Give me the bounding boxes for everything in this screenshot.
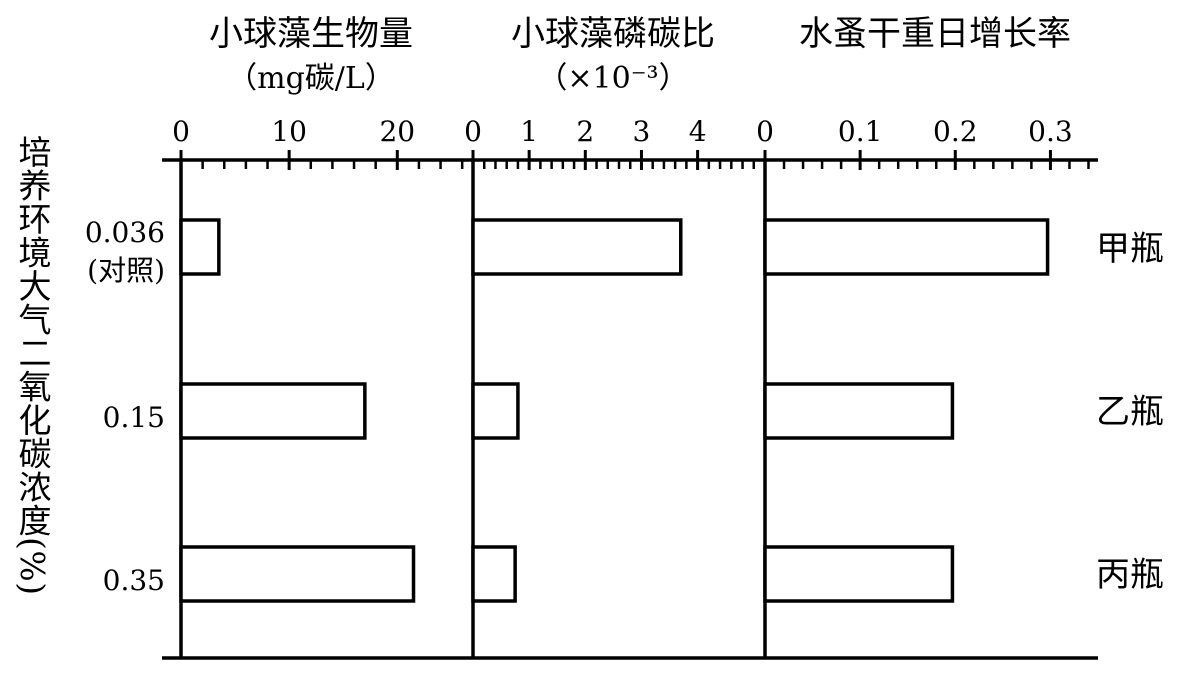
tick-label: 0.1 [838, 115, 883, 148]
panel-3-title: 水蚤干重日增长率 [799, 14, 1071, 54]
tick-label: 0 [756, 115, 774, 148]
bar [179, 218, 221, 276]
panel-1-title: 小球藻生物量 [209, 14, 413, 54]
tick-label: 3 [633, 115, 651, 148]
bottle-label: 甲瓶 [1096, 229, 1164, 269]
chart-marks: 0 10 20 0 1 2 3 4 0 0.1 0.2 0.3 [172, 115, 1090, 603]
bar [471, 382, 520, 440]
tick-label: 4 [689, 115, 707, 148]
y-axis-label: 培养环境大气二氧化碳浓度(%) [13, 135, 52, 596]
category-note: (对照) [87, 254, 165, 287]
tick-label: 20 [379, 115, 415, 148]
tick-label: 2 [576, 115, 594, 148]
bottle-labels: 甲瓶 乙瓶 丙瓶 [1096, 229, 1164, 595]
panel-2-title: 小球藻磷碳比 [511, 14, 715, 54]
tick-label: 1 [520, 115, 538, 148]
category-label: 0.15 [103, 401, 165, 434]
bar [179, 382, 367, 440]
bar [763, 382, 955, 440]
bar [471, 545, 517, 603]
bar [471, 218, 683, 276]
tick-label: 10 [271, 115, 307, 148]
tick-label: 0 [464, 115, 482, 148]
category-label: 0.036 [85, 216, 165, 249]
bar [763, 545, 955, 603]
panel-2-unit: （×10⁻³） [537, 61, 688, 96]
bottle-label: 丙瓶 [1096, 555, 1164, 595]
bar [763, 218, 1050, 276]
panel-titles: 小球藻生物量 （mg碳/L） 小球藻磷碳比 （×10⁻³） 水蚤干重日增长率 [209, 14, 1071, 96]
bar [179, 545, 416, 603]
tick-label: 0.2 [933, 115, 978, 148]
category-label: 0.35 [103, 564, 165, 597]
category-labels: 0.036 (对照) 0.15 0.35 [85, 216, 165, 597]
panel-1-unit: （mg碳/L） [227, 61, 395, 96]
tick-label: 0.3 [1028, 115, 1073, 148]
bottle-label: 乙瓶 [1096, 392, 1164, 432]
tick-label: 0 [172, 115, 190, 148]
